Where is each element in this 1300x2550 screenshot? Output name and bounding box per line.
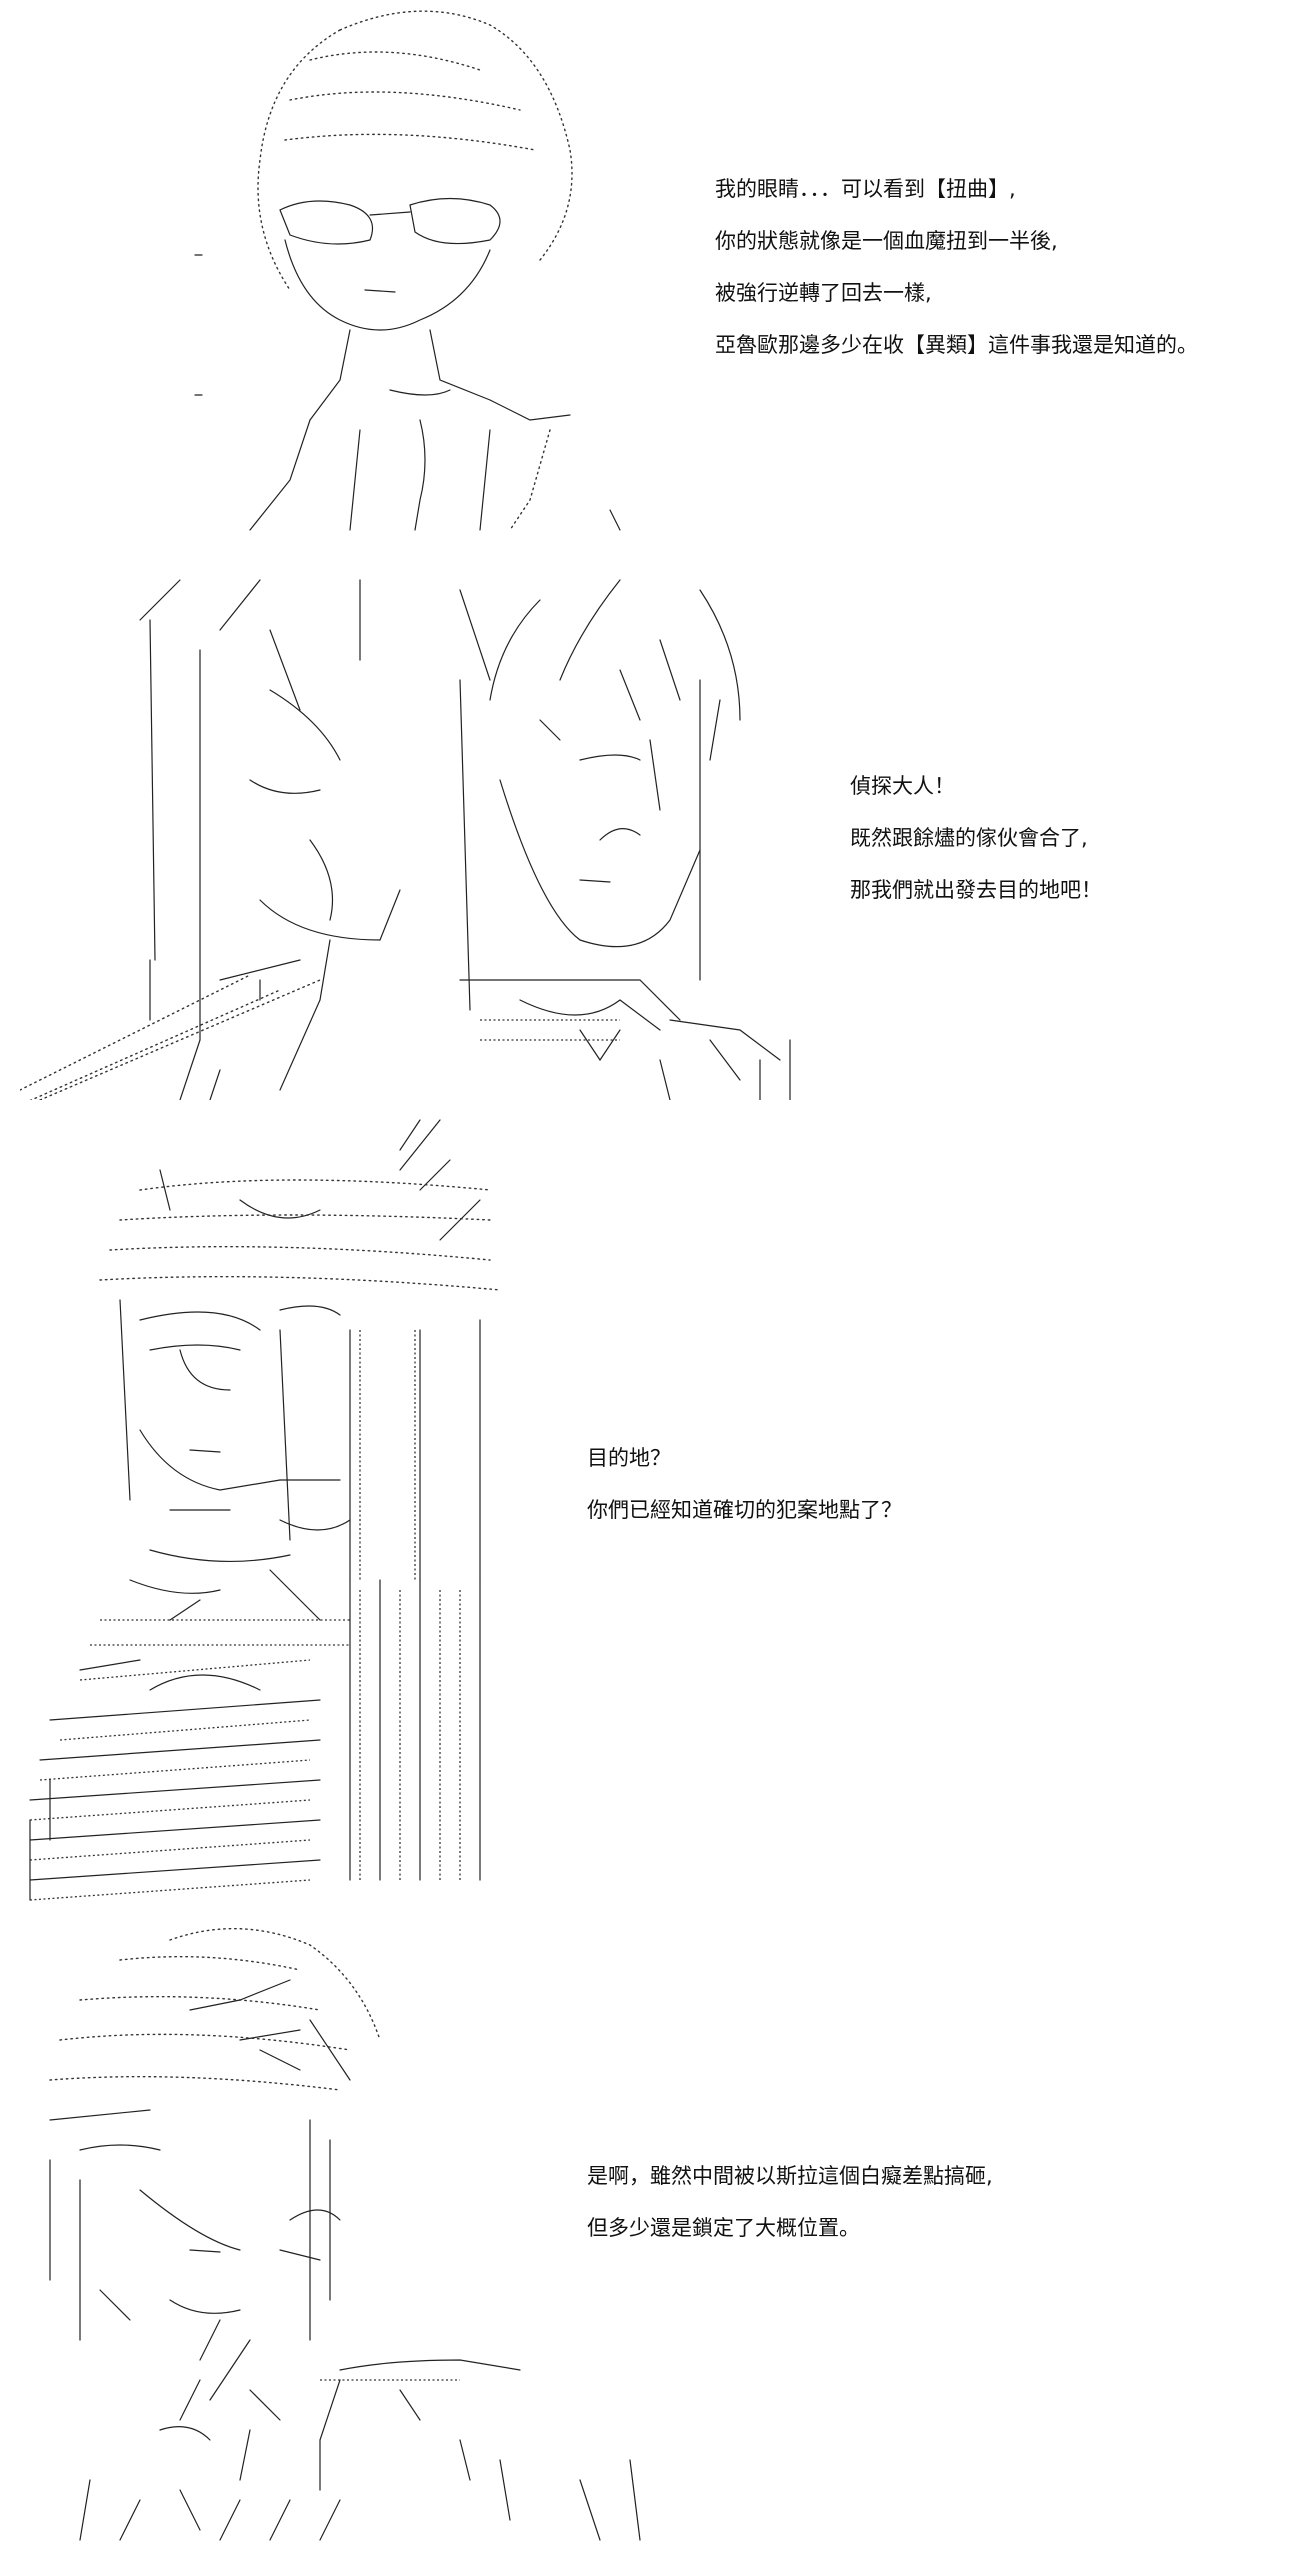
dialogue-line: 你的狀態就像是一個血魔扭到一半後, — [715, 229, 1058, 253]
comic-panel-4: 是啊，雖然中間被以斯拉這個白癡差點搞砸, 但多少還是鎖定了大概位置。 — [0, 1920, 1300, 2550]
ascii-art-character-fox-ears — [20, 1100, 540, 1920]
dialogue-line: 偵探大人！ — [850, 774, 955, 798]
dialogue-text: 目的地？ 你們已經知道確切的犯案地點了？ — [587, 1432, 902, 1536]
dialogue-line: 亞魯歐那邊多少在收【異類】這件事我還是知道的。 — [715, 333, 1198, 357]
dialogue-line: 是啊，雖然中間被以斯拉這個白癡差點搞砸, — [587, 2164, 993, 2188]
ascii-art-character-glasses — [190, 0, 670, 540]
comic-panel-2: 偵探大人！ 既然跟餘燼的傢伙會合了, 那我們就出發去目的地吧！ — [0, 560, 1300, 1100]
comic-panel-1: 我的眼睛．．．可以看到【扭曲】, 你的狀態就像是一個血魔扭到一半後, 被強行逆轉… — [0, 0, 1300, 560]
dialogue-text: 是啊，雖然中間被以斯拉這個白癡差點搞砸, 但多少還是鎖定了大概位置。 — [587, 2150, 993, 2254]
ascii-art-two-characters — [20, 560, 820, 1100]
dialogue-text: 我的眼睛．．．可以看到【扭曲】, 你的狀態就像是一個血魔扭到一半後, 被強行逆轉… — [715, 163, 1198, 371]
dialogue-line: 被強行逆轉了回去一樣, — [715, 281, 932, 305]
dialogue-line: 既然跟餘燼的傢伙會合了, — [850, 826, 1088, 850]
dialogue-line: 目的地？ — [587, 1446, 671, 1470]
ascii-art-character-short-hair — [40, 1920, 680, 2550]
dialogue-text: 偵探大人！ 既然跟餘燼的傢伙會合了, 那我們就出發去目的地吧！ — [850, 760, 1102, 916]
dialogue-line: 那我們就出發去目的地吧！ — [850, 878, 1102, 902]
dialogue-line: 但多少還是鎖定了大概位置。 — [587, 2216, 860, 2240]
dialogue-line: 你們已經知道確切的犯案地點了？ — [587, 1498, 902, 1522]
dialogue-line: 我的眼睛．．．可以看到【扭曲】, — [715, 177, 1016, 201]
comic-panel-3: 目的地？ 你們已經知道確切的犯案地點了？ — [0, 1100, 1300, 1920]
